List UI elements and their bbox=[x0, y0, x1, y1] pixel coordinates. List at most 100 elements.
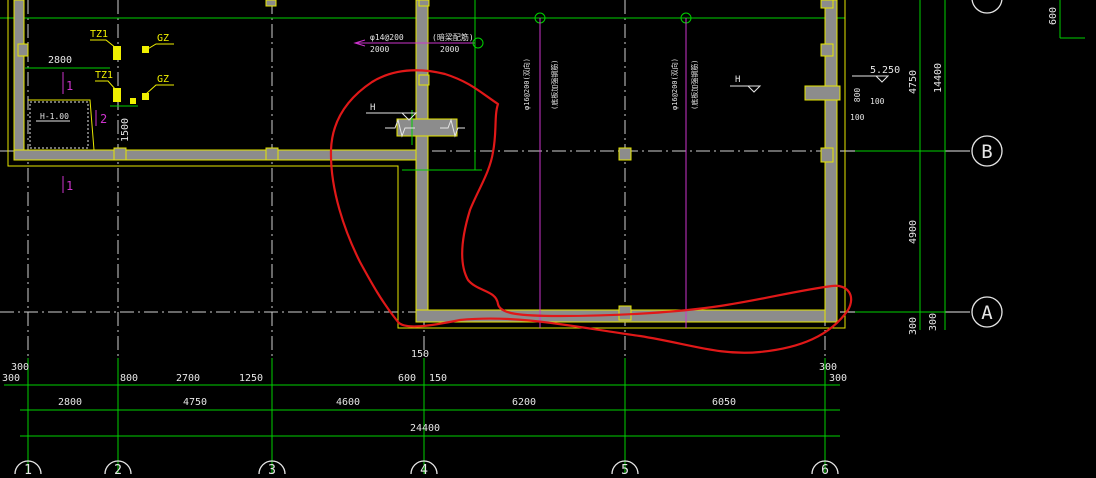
column bbox=[113, 147, 127, 161]
red-markup-outline bbox=[329, 69, 853, 354]
dim-text: 1500 bbox=[120, 118, 131, 142]
walls bbox=[13, 0, 841, 323]
dim-text: 4900 bbox=[908, 220, 919, 244]
tz1-label: TZ1 bbox=[90, 29, 108, 40]
dimension-lines bbox=[4, 0, 1085, 474]
axis-bubble-a-label: A bbox=[981, 302, 993, 324]
h-mark: H bbox=[370, 103, 375, 113]
column bbox=[265, 0, 277, 7]
column bbox=[265, 147, 279, 161]
rebar-dim-text: 2000 bbox=[370, 45, 389, 54]
h-mark: H bbox=[735, 75, 740, 85]
vertical-rebar-note: (底板加强钢筋) bbox=[550, 60, 559, 110]
dimension-row2-texts: 2800 4750 4600 6200 6050 24400 bbox=[58, 397, 736, 434]
gz-label: GZ bbox=[157, 33, 169, 44]
axis-bubble-a[interactable]: A bbox=[971, 296, 1003, 328]
column bbox=[820, 0, 834, 9]
vertical-rebar-text: φ16@200(双向) bbox=[522, 58, 531, 110]
wall-axis-1 bbox=[13, 0, 25, 161]
dim-text: 4750 bbox=[908, 70, 919, 94]
tz1-column-symbol bbox=[113, 88, 121, 102]
dim-text: 300 bbox=[829, 373, 847, 384]
dim-text: 800 bbox=[853, 88, 862, 103]
dim-text: 2700 bbox=[176, 373, 200, 384]
break-symbols bbox=[385, 118, 465, 138]
section-marker-1b: 1 bbox=[66, 179, 73, 193]
section-marker-2: 2 bbox=[100, 112, 107, 126]
rebar-spec-text: φ14@200 bbox=[370, 33, 404, 42]
vertical-rebar-annotations: φ16@200(双向) (底板加强钢筋) φ16@200(双向) (底板加强钢筋… bbox=[522, 58, 699, 110]
dimension-right-texts: 4750 4900 14400 300 300 600 bbox=[908, 7, 1059, 335]
dim-text: 6200 bbox=[512, 397, 536, 408]
h-marker-symbols bbox=[366, 85, 762, 121]
dim-text: 300 bbox=[2, 373, 20, 384]
gz-column-symbol bbox=[130, 98, 136, 104]
vertical-rebar-text: φ16@200(双向) bbox=[670, 58, 679, 110]
dim-text-total: 24400 bbox=[410, 423, 440, 434]
axis-label-5: 5 bbox=[621, 463, 629, 474]
dim-text: 1250 bbox=[239, 373, 263, 384]
tz1-column-symbol bbox=[113, 46, 121, 60]
tz1-label: TZ1 bbox=[95, 70, 113, 81]
dim-text: 800 bbox=[120, 373, 138, 384]
dim-text: 100 bbox=[850, 113, 865, 122]
wall-axis-4 bbox=[415, 0, 429, 323]
gz-column-symbol bbox=[142, 93, 149, 100]
vertical-rebar-note: (底板加强钢筋) bbox=[690, 60, 699, 110]
dim-text: 4600 bbox=[336, 397, 360, 408]
column-annotations: TZ1 TZ1 GZ GZ bbox=[90, 29, 169, 85]
dim-text: 150 bbox=[411, 349, 429, 360]
rebar-lines bbox=[62, 18, 687, 328]
dim-text: 600 bbox=[398, 373, 416, 384]
axis-bubble-b[interactable]: B bbox=[971, 135, 1003, 167]
section-marker-1a: 1 bbox=[66, 79, 73, 93]
axis-label-4: 4 bbox=[420, 463, 428, 474]
rebar-dim-text: 2000 bbox=[440, 45, 459, 54]
column bbox=[17, 43, 29, 57]
axis-label-6: 6 bbox=[821, 463, 829, 474]
column bbox=[618, 147, 632, 161]
bottom-axis-labels: 1 2 3 4 5 6 bbox=[24, 463, 829, 478]
gz-label: GZ bbox=[157, 74, 169, 85]
dim-text: 14400 bbox=[933, 63, 944, 93]
dim-text: 150 bbox=[429, 373, 447, 384]
rebar-annotation-top: φ14@200 (暗梁配筋) 2000 2000 bbox=[370, 32, 474, 54]
foundation-outline bbox=[7, 0, 846, 329]
axis-bubble-b-label: B bbox=[981, 141, 992, 163]
axis-label-2: 2 bbox=[114, 463, 122, 474]
level-symbol bbox=[852, 75, 890, 83]
h-markers: H H bbox=[370, 75, 740, 113]
rebar-note-text: (暗梁配筋) bbox=[432, 32, 474, 42]
gz-column-symbol bbox=[142, 46, 149, 53]
axis-bubble-top bbox=[971, 0, 1003, 14]
section-markers: 1 1 2 bbox=[66, 79, 107, 193]
wall-axis-b-left bbox=[13, 149, 425, 161]
dim-text: 100 bbox=[870, 97, 885, 106]
column bbox=[820, 43, 834, 57]
level-h100-text: H-1.00 bbox=[40, 112, 69, 121]
dim-text: 300 bbox=[928, 313, 939, 331]
misc-dimension-texts: 2800 1500 5.250 800 100 100 bbox=[48, 55, 900, 142]
column bbox=[820, 147, 834, 163]
dim-text: 2800 bbox=[58, 397, 82, 408]
dim-text: 300 bbox=[819, 362, 837, 373]
dim-text: 2800 bbox=[48, 55, 72, 66]
rebar-marker-circle bbox=[472, 37, 484, 49]
dimension-row1-texts: 300 300 800 2700 1250 600 150 150 300 30… bbox=[2, 349, 847, 384]
axis-label-3: 3 bbox=[268, 463, 276, 474]
dim-text: 300 bbox=[908, 317, 919, 335]
column-symbols bbox=[113, 46, 149, 104]
column bbox=[418, 0, 430, 7]
column bbox=[418, 74, 430, 86]
dim-text: 600 bbox=[1048, 7, 1059, 25]
wall-corbel bbox=[804, 85, 841, 101]
dim-text: 4750 bbox=[183, 397, 207, 408]
level-box: H-1.00 bbox=[29, 101, 89, 149]
dim-text: 300 bbox=[11, 362, 29, 373]
level-text: 5.250 bbox=[870, 65, 900, 76]
column bbox=[618, 305, 632, 321]
columns bbox=[17, 0, 834, 321]
dim-text: 6050 bbox=[712, 397, 736, 408]
